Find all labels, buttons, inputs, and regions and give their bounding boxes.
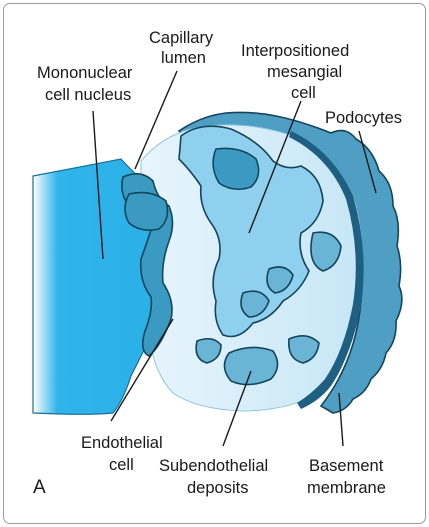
label-subendothelial-line2: deposits [187,479,248,497]
label-subendothelial-line1: Subendothelial [159,457,268,475]
panel-label: A [33,477,46,498]
label-capillary-line1: Capillary [149,29,214,47]
figure-frame: Mononuclear cell nucleus Capillary lumen… [3,3,426,524]
label-mononuclear-line1: Mononuclear [37,64,133,82]
label-basement-line2: membrane [307,479,386,497]
label-podocytes: Podocytes [325,109,402,127]
glomerular-capillary-diagram: Mononuclear cell nucleus Capillary lumen… [4,4,425,523]
deposit-1 [224,347,277,384]
label-mononuclear-line2: cell nucleus [45,86,131,104]
endothelial-fragment-1 [125,193,167,231]
label-mesangial-line3: cell [291,84,316,102]
label-endothelial-line1: Endothelial [81,434,163,452]
label-endothelial-line2: cell [109,456,134,474]
label-capillary-line2: lumen [161,49,206,67]
label-mesangial-line1: Interpositioned [241,42,349,60]
label-basement-line1: Basement [309,457,384,475]
label-mesangial-line2: mesangial [267,63,342,81]
